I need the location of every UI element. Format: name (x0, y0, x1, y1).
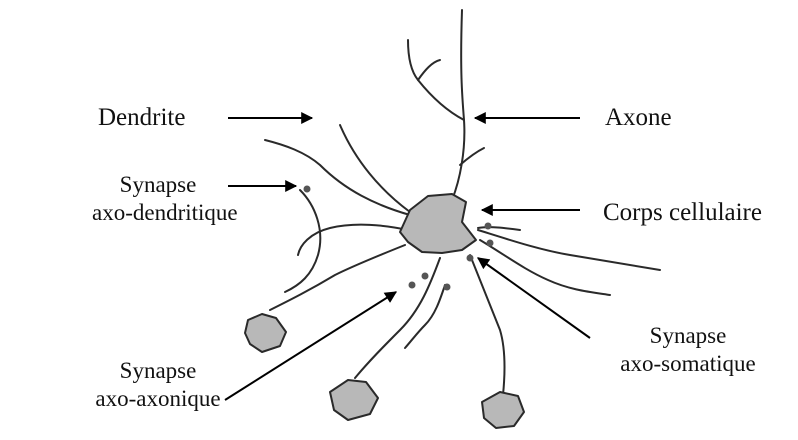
arrow-synapse-axo-somatique (478, 258, 590, 338)
label-synapse-axo-dendritique: Synapse axo-dendritique (92, 171, 224, 227)
small-cell-bottom-left (330, 380, 378, 420)
label-synapse-axo-somatique: Synapse axo-somatique (598, 322, 778, 378)
bouton-axo-axonique-2 (409, 282, 416, 289)
synapse-axo-dendritique-line1: Synapse (92, 171, 224, 199)
small-cell-bottom-right (482, 392, 524, 428)
synapse-axo-axonique-line1: Synapse (93, 357, 223, 385)
bouton-axo-somatique-1 (485, 223, 492, 230)
cell-bodies (245, 194, 524, 428)
label-axone: Axone (605, 103, 672, 133)
bouton-axo-axonique-3 (444, 284, 451, 291)
synapse-axo-dendritique-line2: axo-dendritique (92, 199, 224, 227)
main-cell-body (400, 194, 476, 253)
label-corps-cellulaire: Corps cellulaire (603, 198, 762, 228)
synapse-axo-somatique-line2: axo-somatique (598, 350, 778, 378)
bouton-axo-axonique-1 (422, 273, 429, 280)
label-synapse-axo-axonique: Synapse axo-axonique (93, 357, 223, 413)
axon (408, 10, 484, 200)
synapse-axo-axonique-line2: axo-axonique (93, 385, 223, 413)
bouton-axo-dendritique (304, 186, 311, 193)
callout-arrows (225, 118, 590, 400)
arrow-synapse-axo-axonique (225, 292, 396, 400)
label-dendrite: Dendrite (98, 103, 185, 133)
bouton-axo-somatique-3 (467, 255, 474, 262)
bouton-axo-somatique-2 (487, 240, 494, 247)
synapse-axo-somatique-line1: Synapse (598, 322, 778, 350)
small-cell-left (245, 314, 286, 352)
